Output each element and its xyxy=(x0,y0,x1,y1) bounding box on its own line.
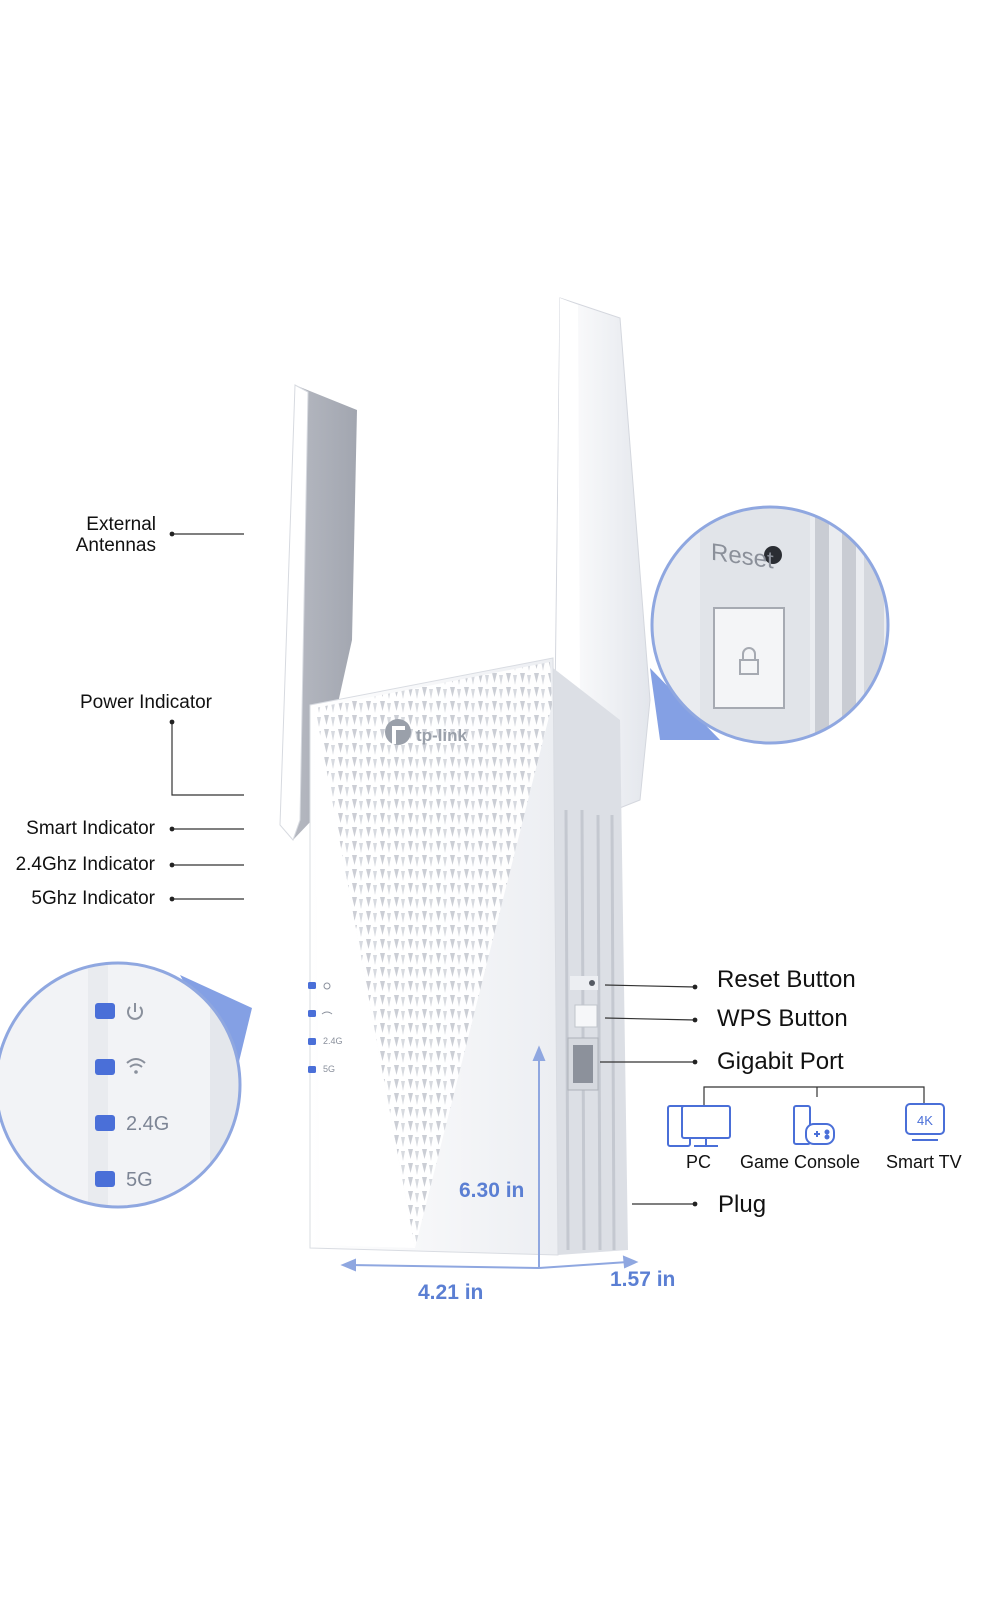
led-24g xyxy=(308,1038,316,1045)
zoom-led-smart xyxy=(95,1059,115,1075)
device-label-pc: PC xyxy=(686,1152,712,1172)
device-label-5g: 5G xyxy=(323,1064,336,1074)
extender-body xyxy=(309,657,559,1256)
zoom-led-power xyxy=(95,1003,115,1019)
tp-link-logo-icon: tp-link xyxy=(385,719,468,745)
dim-depth: 1.57 in xyxy=(610,1268,676,1291)
tv-badge: 4K xyxy=(917,1113,933,1128)
dimension-lines xyxy=(340,1045,639,1272)
label-external-antennas-1: External xyxy=(86,514,156,535)
side-ports xyxy=(567,976,599,1091)
device-label-game-console: Game Console xyxy=(740,1152,861,1172)
wifi-icon xyxy=(126,1058,146,1074)
wifi-small-icon xyxy=(321,1011,333,1015)
reset-pinhole-small xyxy=(589,980,595,986)
power-small-icon xyxy=(323,982,331,990)
label-wps-button: WPS Button xyxy=(717,1005,848,1032)
zoom-led-5g xyxy=(95,1171,115,1187)
led-power xyxy=(308,982,316,989)
label-5ghz-indicator: 5Ghz Indicator xyxy=(31,888,155,909)
zoom-label-24g: 2.4G xyxy=(126,1113,170,1135)
smart-tv-4k-icon: 4K xyxy=(905,1103,945,1141)
label-power-indicator: Power Indicator xyxy=(80,692,213,713)
left-antenna xyxy=(279,384,357,841)
led-smart xyxy=(308,1010,316,1017)
leader-dots xyxy=(169,531,698,1207)
device-label-smart-tv: Smart TV xyxy=(886,1152,962,1172)
lock-icon xyxy=(742,647,756,660)
game-console-icon xyxy=(793,1105,835,1145)
label-smart-indicator: Smart Indicator xyxy=(26,818,155,839)
label-external-antennas-2: Antennas xyxy=(75,535,156,556)
led-5g xyxy=(308,1066,316,1073)
zoom-label-5g: 5G xyxy=(126,1169,153,1191)
label-reset-button: Reset Button xyxy=(717,966,856,993)
dim-height: 6.30 in xyxy=(459,1179,525,1202)
wps-button-icon xyxy=(713,607,785,709)
wps-button-small xyxy=(574,1004,598,1028)
device-leds xyxy=(308,982,333,1073)
power-icon xyxy=(127,1003,143,1020)
device-label-24g: 2.4G xyxy=(323,1036,343,1046)
zoom-reset-wps xyxy=(650,505,890,745)
extender-side-panel xyxy=(553,668,628,1255)
label-gigabit-port: Gigabit Port xyxy=(717,1048,844,1075)
right-antenna xyxy=(554,297,651,816)
zoom-indicators xyxy=(0,961,252,1209)
leader-lines xyxy=(171,533,925,1205)
zoom-led-24g xyxy=(95,1115,115,1131)
dim-width: 4.21 in xyxy=(418,1281,484,1304)
brand-text: tp-link xyxy=(416,726,468,745)
label-24ghz-indicator: 2.4Ghz Indicator xyxy=(15,854,155,875)
label-plug: Plug xyxy=(718,1191,767,1218)
pc-monitor-icon xyxy=(667,1105,731,1147)
reset-pinhole-icon xyxy=(764,546,782,564)
